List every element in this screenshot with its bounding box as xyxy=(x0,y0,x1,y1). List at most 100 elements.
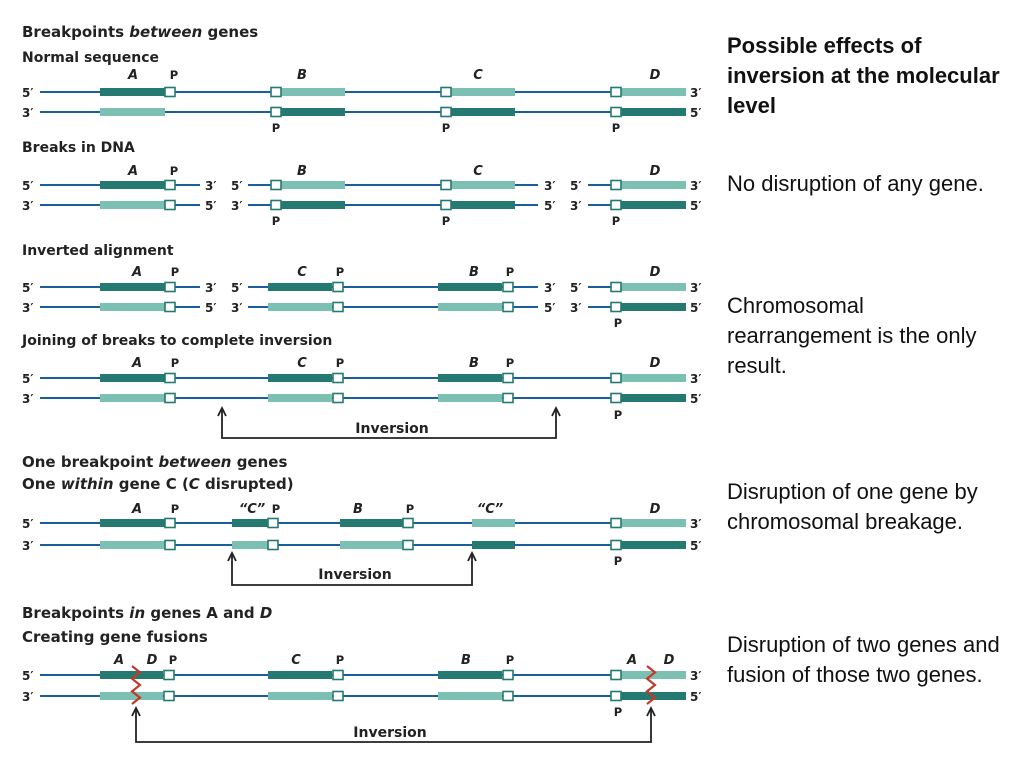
row6-bot-3prime: 3′ xyxy=(22,690,34,704)
row6-inversion-bracket-arrow-right xyxy=(646,705,656,717)
row2-promoter-B-top xyxy=(270,179,282,191)
row3-gene-label-B: B xyxy=(469,265,479,280)
row1-p-label-B: P xyxy=(272,121,280,135)
row3-break2-3prime: 3′ xyxy=(544,281,556,295)
row5-p-label-C: P xyxy=(272,502,280,516)
row2-break2b-3prime: 3′ xyxy=(570,199,582,213)
section-1-title: Breakpoints between genes xyxy=(22,23,258,41)
row6-inversion-label: Inversion xyxy=(353,725,426,741)
row3-promoter-A xyxy=(164,281,176,293)
row1-top-5prime: 5′ xyxy=(22,86,34,100)
row6-promoter-B xyxy=(502,669,514,681)
row2-top-3prime: 3′ xyxy=(690,179,702,193)
row6-inversion-bracket xyxy=(135,708,652,743)
row6-top-3prime: 3′ xyxy=(690,669,702,683)
row5-gene-label-C-frag2: “C” xyxy=(477,502,503,517)
row3-promoter-C xyxy=(332,281,344,293)
row2-gene-B-top xyxy=(280,181,345,189)
row4-promoter-B xyxy=(502,372,514,384)
row2-gene-B-bot xyxy=(280,201,345,209)
row2-gene-A-top xyxy=(100,181,165,189)
row4-top-5prime: 5′ xyxy=(22,372,34,386)
row5-p-label-B: P xyxy=(406,502,414,516)
row6-gene-A-left-top xyxy=(100,671,135,679)
row5-gene-label-B: B xyxy=(353,502,363,517)
row2-break1b-5prime: 5′ xyxy=(231,179,243,193)
row4-gene-A-top xyxy=(100,374,165,382)
row1-gene-C-top xyxy=(451,88,515,96)
row4-bot-5prime: 5′ xyxy=(690,392,702,406)
row4-gene-label-B: B xyxy=(469,356,479,371)
row1-gene-A-top xyxy=(100,88,165,96)
section-3-title-line1: Breakpoints in genes A and D xyxy=(22,604,272,622)
row4-inversion-bracket-arrow-left xyxy=(217,405,227,417)
row3-gene-A-bot xyxy=(100,303,165,311)
row3-break1b-5prime: 5′ xyxy=(231,281,243,295)
row2-promoter-A xyxy=(164,179,176,191)
row3-bot-5prime: 5′ xyxy=(690,301,702,315)
section-2-title-line2: One within gene C (C disrupted) xyxy=(22,475,294,493)
row4-promoter-D xyxy=(610,392,622,404)
row3-promoter-B-bot xyxy=(502,301,514,313)
row5-gene-D-top xyxy=(621,519,686,527)
row1-promoter-C xyxy=(440,106,452,118)
row3-gene-label-A: A xyxy=(131,265,142,280)
row6-gene-D-right-top xyxy=(651,671,686,679)
row3-break1-5prime: 5′ xyxy=(205,301,217,315)
row5-bot-5prime: 5′ xyxy=(690,539,702,553)
row6-top-5prime: 5′ xyxy=(22,669,34,683)
row6-promoter-left xyxy=(163,669,175,681)
row1-gene-B-bot xyxy=(280,108,345,116)
row5-top-3prime: 3′ xyxy=(690,517,702,531)
row4-bot-3prime: 3′ xyxy=(22,392,34,406)
row3-p-label-B: P xyxy=(506,265,514,279)
row2-p-label-B: P xyxy=(272,214,280,228)
row6-gene-C-top xyxy=(268,671,332,679)
row3-gene-B-top xyxy=(438,283,502,291)
row4-p-label-A: P xyxy=(171,356,179,370)
row5-gene-label-C-frag1: “C” xyxy=(239,502,265,517)
row4-p-label-C: P xyxy=(336,356,344,370)
row4-inversion-bracket-arrow-right xyxy=(551,405,561,417)
row6-promoter-right xyxy=(610,690,622,702)
row3-break2-5prime: 5′ xyxy=(544,301,556,315)
row2-p-label-A: P xyxy=(170,164,178,178)
row3-p-label-C: P xyxy=(336,265,344,279)
row6-gene-D-left-top xyxy=(135,671,163,679)
row2-break2b-5prime: 5′ xyxy=(570,179,582,193)
row2-gene-D-top xyxy=(621,181,686,189)
row3-p-label-D: P xyxy=(614,316,622,330)
row5-inversion-bracket-arrow-right xyxy=(467,550,477,562)
row-inverted-label: Inverted alignment xyxy=(22,243,174,259)
row1-gene-D-bot xyxy=(621,108,686,116)
row4-gene-label-A: A xyxy=(131,356,142,371)
row5-gene-D-bot xyxy=(621,541,686,549)
row3-gene-D-bot xyxy=(621,303,686,311)
row5-gene-B-bot xyxy=(340,541,403,549)
row6-gene-A-right-top xyxy=(621,671,651,679)
row3-promoter-D xyxy=(610,301,622,313)
row6-gene-label-D-left: D xyxy=(147,653,158,668)
row6-promoter-B-bot xyxy=(502,690,514,702)
row5-gene-A-bot xyxy=(100,541,165,549)
row4-inversion-label: Inversion xyxy=(355,421,428,437)
row4-promoter-B-bot xyxy=(502,392,514,404)
row1-promoter-B xyxy=(270,106,282,118)
row6-gene-A-right-bot xyxy=(621,692,651,700)
row6-gene-label-B: B xyxy=(461,653,471,668)
row6-promoter-left-bot xyxy=(163,690,175,702)
row4-gene-B-top xyxy=(438,374,502,382)
row2-gene-A-bot xyxy=(100,201,165,209)
row6-gene-D-left-bot xyxy=(135,692,163,700)
row5-p-label-A: P xyxy=(171,502,179,516)
row1-gene-B-top xyxy=(280,88,345,96)
row6-promoter-C xyxy=(332,669,344,681)
section-3-title-line2: Creating gene fusions xyxy=(22,628,208,646)
row4-gene-A-bot xyxy=(100,394,165,402)
row5-gene-C-frag2-bot xyxy=(472,541,515,549)
row6-p-label-B: P xyxy=(506,653,514,667)
row3-promoter-D-top xyxy=(610,281,622,293)
row6-promoter-C-bot xyxy=(332,690,344,702)
row2-gene-label-A: A xyxy=(127,164,138,179)
row1-bot-5prime: 5′ xyxy=(690,106,702,120)
